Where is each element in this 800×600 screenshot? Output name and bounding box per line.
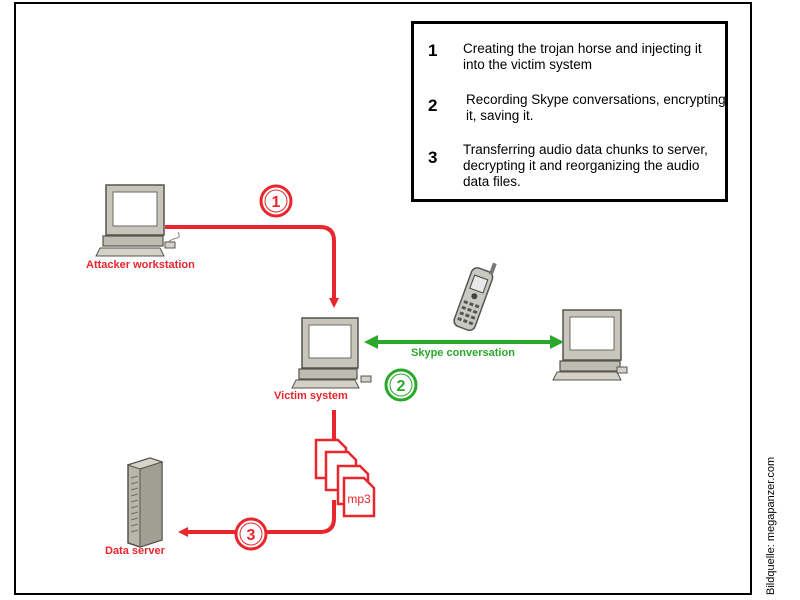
attack-path-arrow: [165, 225, 339, 308]
legend-text: Recording Skype conversations, encryptin…: [466, 92, 726, 123]
legend-text: Transferring audio data chunks to server…: [463, 142, 708, 189]
step-3-badge: [234, 517, 268, 551]
attacker-workstation-label: Attacker workstation: [86, 259, 195, 271]
victim-system-label: Victim system: [274, 390, 348, 402]
victim-computer-icon: [291, 317, 372, 389]
step-1-badge: [259, 184, 293, 218]
attacker-computer-icon: [95, 184, 180, 257]
skype-peer-computer-icon: [552, 309, 628, 381]
step-2-number: 2: [397, 378, 406, 395]
mobile-phone-icon: [453, 262, 497, 332]
legend-number: 3: [428, 148, 438, 167]
legend-box: 1 Creating the trojan horse and injectin…: [411, 21, 728, 202]
step-3-number: 3: [247, 527, 256, 544]
exfiltration-path-arrow: [182, 410, 336, 532]
mp3-files-icon: [314, 438, 376, 518]
legend-number: 1: [428, 41, 438, 60]
skype-conversation-label: Skype conversation: [411, 347, 515, 359]
skype-conversation-arrow: [364, 335, 564, 349]
mp3-label: mp3: [347, 492, 371, 506]
step-2-badge: [384, 368, 418, 402]
data-server-label: Data server: [105, 545, 165, 557]
data-server-icon: [126, 457, 164, 548]
image-credit: Bildquelle: megapanzer.com: [765, 456, 777, 595]
step-1-number: 1: [272, 194, 281, 211]
legend-number: 2: [428, 96, 438, 115]
legend-text: Creating the trojan horse and injecting …: [463, 41, 702, 72]
